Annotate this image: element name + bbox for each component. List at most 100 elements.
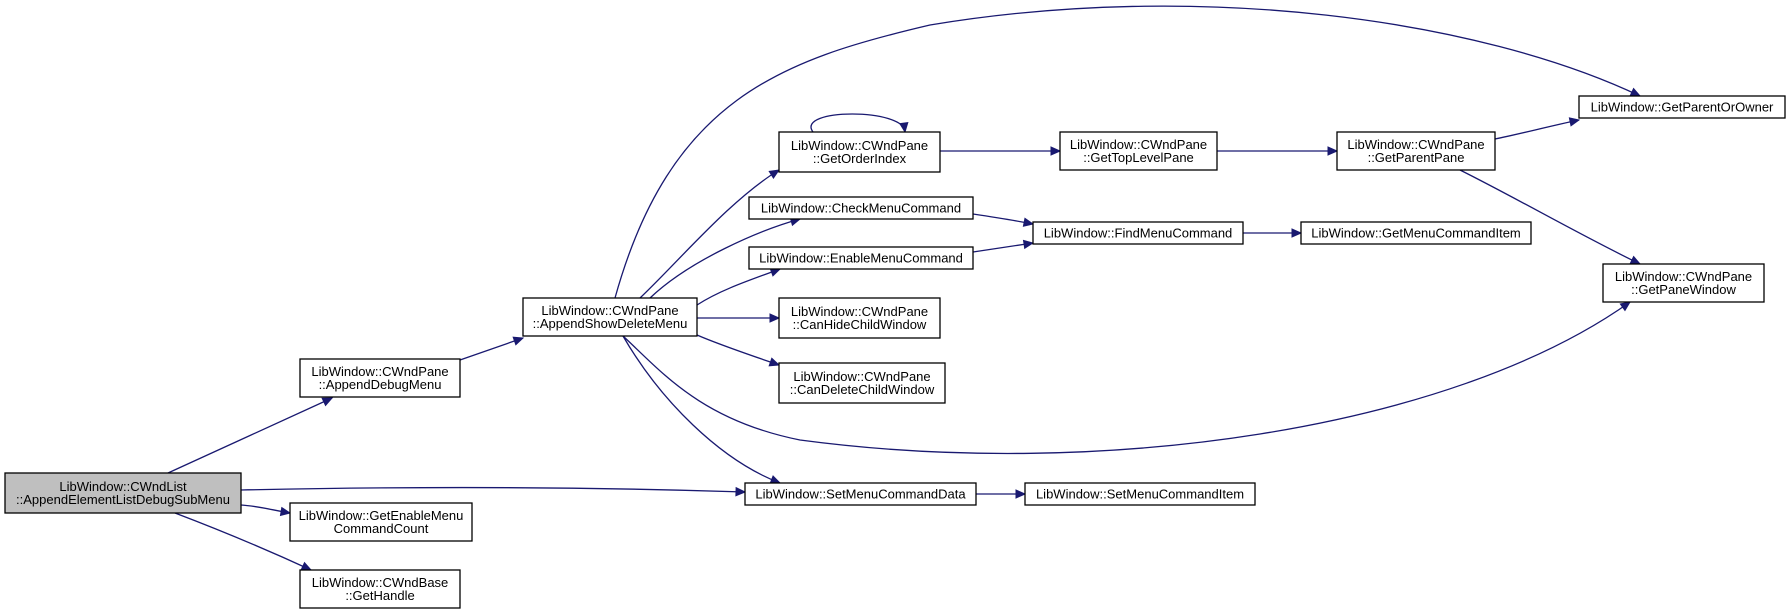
edge-line bbox=[649, 218, 801, 299]
edge-line bbox=[696, 268, 781, 306]
arrow-head bbox=[1629, 255, 1642, 265]
node-box[interactable] bbox=[744, 482, 977, 506]
node-get-menu-command-item[interactable]: LibWindow::GetMenuCommandItem bbox=[1300, 221, 1532, 245]
edge-set-menu-command-data-to-set-menu-command-item bbox=[976, 489, 1027, 499]
arrow-head bbox=[1291, 228, 1303, 238]
node-box[interactable] bbox=[299, 569, 461, 609]
node-box[interactable] bbox=[522, 297, 698, 337]
node-label: LibWindow::GetParentOrOwner bbox=[1591, 100, 1774, 115]
node-box[interactable] bbox=[748, 196, 974, 220]
node-can-delete-child-window[interactable]: LibWindow::CWndPane::CanDeleteChildWindo… bbox=[778, 362, 946, 404]
edge-line bbox=[622, 335, 781, 484]
node-label: ::AppendDebugMenu bbox=[319, 377, 442, 392]
node-box[interactable] bbox=[778, 131, 941, 173]
node-box[interactable] bbox=[778, 362, 946, 404]
node-label: ::GetHandle bbox=[345, 588, 414, 603]
edge-append-show-delete-menu-to-enable-menu-command bbox=[696, 267, 782, 306]
node-label: LibWindow::FindMenuCommand bbox=[1044, 226, 1233, 241]
node-set-menu-command-item[interactable]: LibWindow::SetMenuCommandItem bbox=[1024, 482, 1256, 506]
node-label: ::CanHideChildWindow bbox=[793, 317, 927, 332]
arrow-head bbox=[512, 336, 525, 346]
arrow-head bbox=[1022, 239, 1035, 250]
node-root[interactable]: LibWindow::CWndList::AppendElementListDe… bbox=[4, 472, 242, 514]
edge-get-parent-pane-to-get-pane-window bbox=[1459, 169, 1642, 265]
node-label: LibWindow::CWndBase bbox=[312, 575, 449, 590]
edge-root-to-append-debug-menu bbox=[167, 397, 334, 474]
node-box[interactable] bbox=[778, 297, 941, 339]
node-box[interactable] bbox=[299, 358, 461, 398]
node-label: CommandCount bbox=[334, 521, 429, 536]
arrow-head bbox=[1022, 217, 1035, 227]
node-append-show-delete-menu[interactable]: LibWindow::CWndPane::AppendShowDeleteMen… bbox=[522, 297, 698, 337]
node-box[interactable] bbox=[1578, 95, 1786, 119]
node-enable-menu-command[interactable]: LibWindow::EnableMenuCommand bbox=[748, 246, 974, 270]
edge-get-top-level-pane-to-get-parent-pane bbox=[1217, 146, 1339, 156]
arrow-head bbox=[899, 121, 909, 134]
edge-line bbox=[459, 337, 524, 361]
node-label: LibWindow::CWndPane bbox=[1070, 137, 1207, 152]
node-box[interactable] bbox=[1032, 221, 1244, 245]
node-label: ::GetTopLevelPane bbox=[1083, 150, 1194, 165]
edge-append-show-delete-menu-to-get-pane-window bbox=[622, 301, 1632, 455]
node-box[interactable] bbox=[1059, 131, 1218, 171]
node-append-debug-menu[interactable]: LibWindow::CWndPane::AppendDebugMenu bbox=[299, 358, 461, 398]
edge-check-menu-command-to-find-menu-command bbox=[972, 213, 1035, 227]
edge-line bbox=[614, 5, 1641, 299]
arrow-head bbox=[1629, 87, 1642, 97]
node-label: LibWindow::GetEnableMenu bbox=[299, 508, 464, 523]
node-box[interactable] bbox=[289, 502, 473, 542]
node-box[interactable] bbox=[1300, 221, 1532, 245]
arrow-head bbox=[279, 506, 292, 517]
edge-append-show-delete-menu-to-can-delete-child-window bbox=[696, 334, 781, 367]
arrow-head bbox=[769, 313, 781, 323]
edge-line bbox=[639, 169, 780, 299]
node-box[interactable] bbox=[1024, 482, 1256, 506]
node-check-menu-command[interactable]: LibWindow::CheckMenuCommand bbox=[748, 196, 974, 220]
edge-line bbox=[622, 301, 1631, 455]
node-label: ::GetPaneWindow bbox=[1631, 282, 1736, 297]
node-get-top-level-pane[interactable]: LibWindow::CWndPane::GetTopLevelPane bbox=[1059, 131, 1218, 171]
edge-line bbox=[810, 113, 906, 133]
node-box[interactable] bbox=[1602, 263, 1765, 303]
arrow-head bbox=[768, 169, 781, 180]
node-label: LibWindow::CWndPane bbox=[791, 138, 928, 153]
edge-append-show-delete-menu-to-get-order-index bbox=[639, 169, 781, 299]
node-cwndbase-get-handle[interactable]: LibWindow::CWndBase::GetHandle bbox=[299, 569, 461, 609]
arrow-head bbox=[321, 397, 334, 407]
node-get-order-index[interactable]: LibWindow::CWndPane::GetOrderIndex bbox=[778, 131, 941, 173]
node-label: LibWindow::CWndPane bbox=[1347, 137, 1484, 152]
node-get-pane-window[interactable]: LibWindow::CWndPane::GetPaneWindow bbox=[1602, 263, 1765, 303]
edge-get-order-index-to-get-top-level-pane bbox=[940, 146, 1062, 156]
edge-root-to-set-menu-command-data bbox=[240, 486, 747, 497]
node-label: LibWindow::SetMenuCommandData bbox=[755, 487, 966, 502]
edge-append-show-delete-menu-to-can-hide-child-window bbox=[697, 313, 781, 323]
node-label: ::AppendShowDeleteMenu bbox=[533, 316, 688, 331]
node-get-parent-or-owner[interactable]: LibWindow::GetParentOrOwner bbox=[1578, 95, 1786, 119]
edge-append-show-delete-menu-to-set-menu-command-data bbox=[622, 335, 782, 484]
node-label: LibWindow::CheckMenuCommand bbox=[761, 201, 961, 216]
edge-get-parent-pane-to-get-parent-or-owner bbox=[1494, 117, 1581, 140]
arrow-head bbox=[1568, 117, 1581, 127]
node-label: LibWindow::CWndList bbox=[59, 479, 187, 494]
node-label: LibWindow::CWndPane bbox=[1615, 269, 1752, 284]
node-box[interactable] bbox=[4, 472, 242, 514]
node-find-menu-command[interactable]: LibWindow::FindMenuCommand bbox=[1032, 221, 1244, 245]
node-set-menu-command-data[interactable]: LibWindow::SetMenuCommandData bbox=[744, 482, 977, 506]
arrow-head bbox=[300, 561, 313, 571]
edge-line bbox=[1459, 169, 1641, 265]
node-box[interactable] bbox=[1336, 131, 1496, 171]
node-box[interactable] bbox=[748, 246, 974, 270]
node-label: ::GetOrderIndex bbox=[813, 151, 907, 166]
node-label: LibWindow::EnableMenuCommand bbox=[759, 251, 963, 266]
edge-line bbox=[1494, 119, 1580, 140]
node-label: ::GetParentPane bbox=[1368, 150, 1465, 165]
node-can-hide-child-window[interactable]: LibWindow::CWndPane::CanHideChildWindow bbox=[778, 297, 941, 339]
arrow-head bbox=[1050, 146, 1062, 156]
node-get-parent-pane[interactable]: LibWindow::CWndPane::GetParentPane bbox=[1336, 131, 1496, 171]
edge-find-menu-command-to-get-menu-command-item bbox=[1243, 228, 1303, 238]
node-label: LibWindow::SetMenuCommandItem bbox=[1036, 487, 1244, 502]
edge-line bbox=[174, 512, 312, 571]
arrow-head bbox=[1619, 301, 1632, 312]
